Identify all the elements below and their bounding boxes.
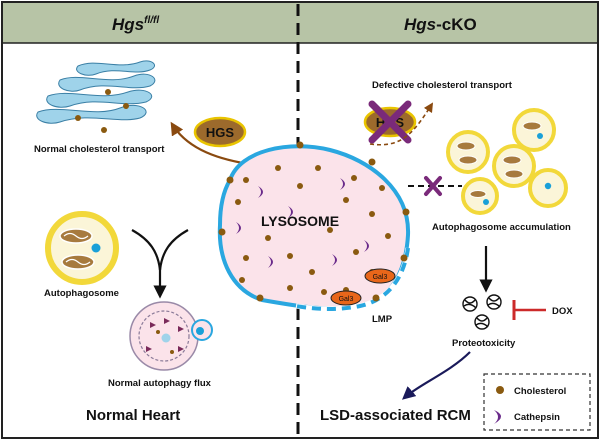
accumulated-autophagosome-3 bbox=[492, 144, 536, 188]
header-left-title: Hgsfl/fl bbox=[112, 15, 159, 34]
lysosome-cathepsins bbox=[236, 178, 369, 268]
legend-cholesterol-icon bbox=[496, 386, 504, 394]
golgi-cholesterol-dots bbox=[75, 89, 129, 133]
header-band bbox=[3, 3, 597, 43]
lysosome-membrane-cholesterol bbox=[218, 141, 410, 302]
accumulated-autophagosome-2 bbox=[512, 108, 556, 152]
lysosome-damaged-membrane-dash bbox=[295, 247, 410, 311]
hgs-label-left: HGS bbox=[206, 125, 235, 140]
normal-heart-label: Normal Heart bbox=[86, 407, 180, 424]
autophagosome-accumulation-label: Autophagosome accumulation bbox=[432, 222, 571, 233]
legend-cholesterol-label: Cholesterol bbox=[514, 386, 566, 397]
lsd-rcm-label: LSD-associated RCM bbox=[320, 407, 471, 424]
proteotoxicity-label: Proteotoxicity bbox=[452, 338, 516, 349]
golgi-apparatus bbox=[36, 60, 156, 124]
gal3-marker-2: Gal3 bbox=[330, 290, 362, 306]
accumulated-autophagosome-1 bbox=[446, 130, 490, 174]
fusion-cross-mark bbox=[424, 176, 442, 196]
arrow-to-rcm bbox=[402, 351, 471, 400]
accumulated-autophagosome-5 bbox=[461, 177, 499, 215]
protein-aggregates bbox=[462, 294, 502, 330]
dox-label: DOX bbox=[552, 306, 573, 317]
legend-cathepsin-label: Cathepsin bbox=[514, 412, 560, 423]
hgs-protein-left bbox=[193, 116, 247, 148]
hgs-cross-mark bbox=[368, 100, 412, 144]
svg-text:Gal3: Gal3 bbox=[373, 274, 388, 281]
lmp-label: LMP bbox=[372, 314, 393, 325]
autolysosome bbox=[129, 301, 213, 371]
autophagosome-left bbox=[45, 211, 119, 285]
merge-arrow-right-branch bbox=[158, 229, 189, 271]
legend-cathepsin-icon bbox=[494, 410, 501, 424]
defective-cholesterol-transport-label: Defective cholesterol transport bbox=[372, 80, 513, 91]
svg-text:Gal3: Gal3 bbox=[339, 296, 354, 303]
lysosome-label: LYSOSOME bbox=[261, 213, 339, 229]
accumulated-autophagosome-4 bbox=[528, 168, 568, 208]
legend-box bbox=[483, 373, 591, 431]
merge-arrow-left-branch bbox=[131, 229, 162, 271]
autophagosome-label: Autophagosome bbox=[44, 288, 119, 299]
defective-transport-arrow bbox=[369, 102, 434, 146]
normal-autophagy-flux-label: Normal autophagy flux bbox=[108, 378, 212, 389]
normal-cholesterol-transport-label: Normal cholesterol transport bbox=[34, 144, 165, 155]
header-right-title: Hgs-cKO bbox=[404, 15, 477, 34]
gal3-marker-1: Gal3 bbox=[364, 268, 396, 284]
